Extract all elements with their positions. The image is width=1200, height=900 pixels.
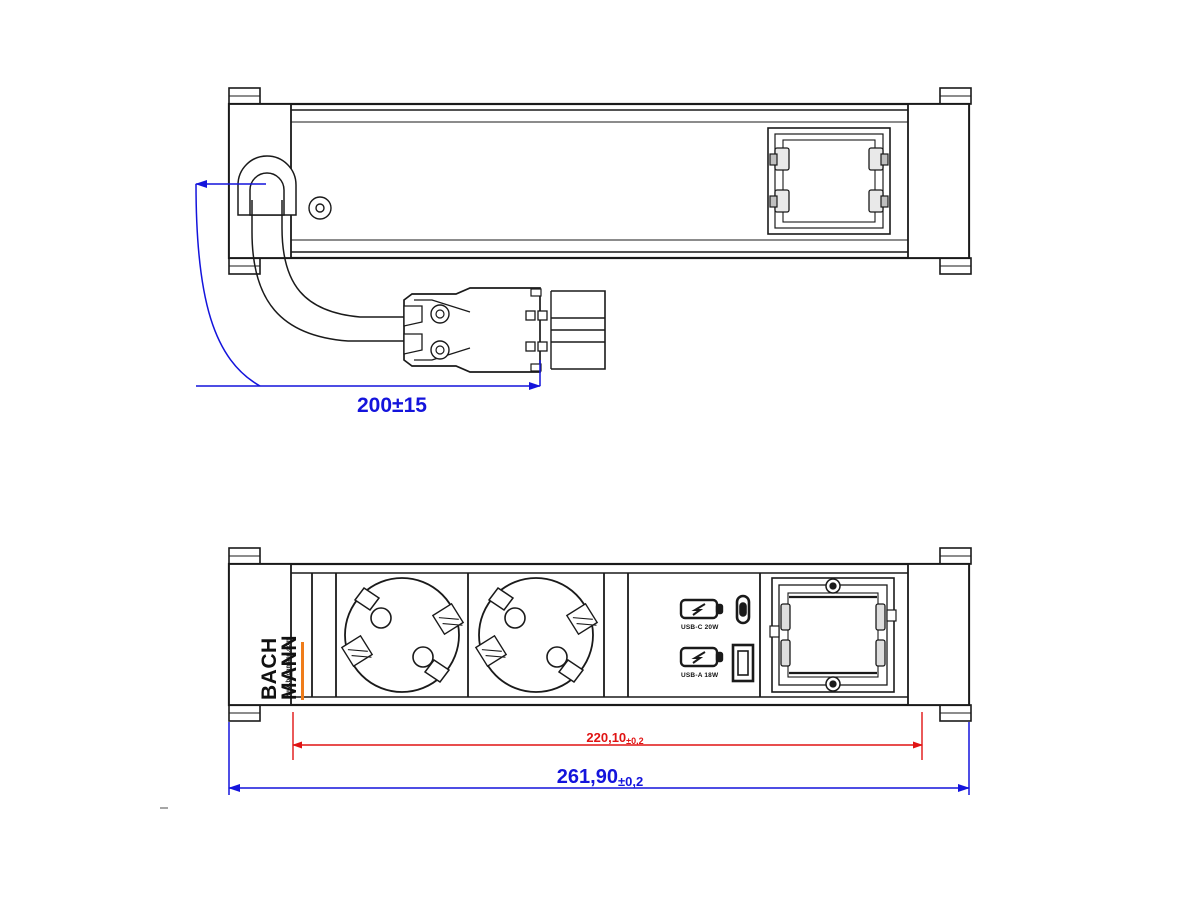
usb-a-battery-icon [679, 646, 724, 668]
profile-lines-top [291, 121, 908, 241]
module-clips-front [780, 603, 886, 667]
usb-c-port [735, 594, 751, 625]
mounting-tab-right-top [939, 87, 972, 105]
end-cap-left-front [228, 563, 292, 706]
mounting-tab-left-top-front [228, 547, 261, 565]
brand-underline [301, 642, 304, 700]
dimension-inner-tolerance: ±0,2 [626, 736, 643, 746]
schuko-socket-1 [340, 577, 465, 693]
usb-a-port [731, 643, 755, 683]
usb-c-battery-icon [679, 598, 724, 620]
dimension-overall-length-text: 261,90±0,2 [557, 766, 643, 789]
dimension-inner-value: 220,10 [586, 730, 626, 745]
mounting-tab-left-bottom-front [228, 704, 261, 722]
dimension-overall-value: 261,90 [557, 766, 618, 788]
face-plate [291, 572, 908, 698]
schuko-socket-2 [474, 577, 599, 693]
dimension-overall-length [228, 722, 970, 795]
brand-line-2: MANN [278, 635, 301, 700]
cable-gland [237, 155, 297, 216]
profile-edge-lines-top [291, 109, 908, 253]
mounting-tab-right-top-front [939, 547, 972, 565]
mounting-tab-left-top [228, 87, 261, 105]
module-screw-top [825, 578, 841, 594]
dimension-cable-length-text: 200±15 [357, 394, 427, 417]
dimension-inner-length-text: 220,10±0,2 [586, 730, 643, 746]
usb-charger-module [679, 594, 755, 683]
end-cap-right-front [907, 563, 970, 706]
screw-detail-top [308, 196, 332, 220]
module-frame-front [769, 577, 897, 693]
mounting-tab-right-bottom [939, 257, 972, 275]
brand-logo: BACH MANN www.bachmann.com [258, 635, 304, 700]
brand-url: www.bachmann.com [286, 639, 292, 699]
supply-cable [251, 200, 404, 342]
usb-c-label: USB-C 20W [681, 624, 719, 631]
front-view [227, 547, 972, 722]
mounting-tab-right-bottom-front [939, 704, 972, 722]
top-view [227, 87, 972, 373]
module-dividers [311, 573, 761, 697]
module-screw-bottom [825, 676, 841, 692]
dimension-overall-tolerance: ±0,2 [618, 774, 643, 789]
dimension-inner-length [292, 712, 923, 760]
usb-a-label: USB-A 18W [681, 672, 719, 679]
dimension-cable-length [195, 180, 541, 390]
connector-contacts [525, 310, 548, 352]
gst-connector [403, 287, 606, 373]
module-frame-top [767, 127, 891, 235]
brand-line-1: BACH [258, 637, 281, 700]
end-cap-right-top [907, 103, 970, 259]
